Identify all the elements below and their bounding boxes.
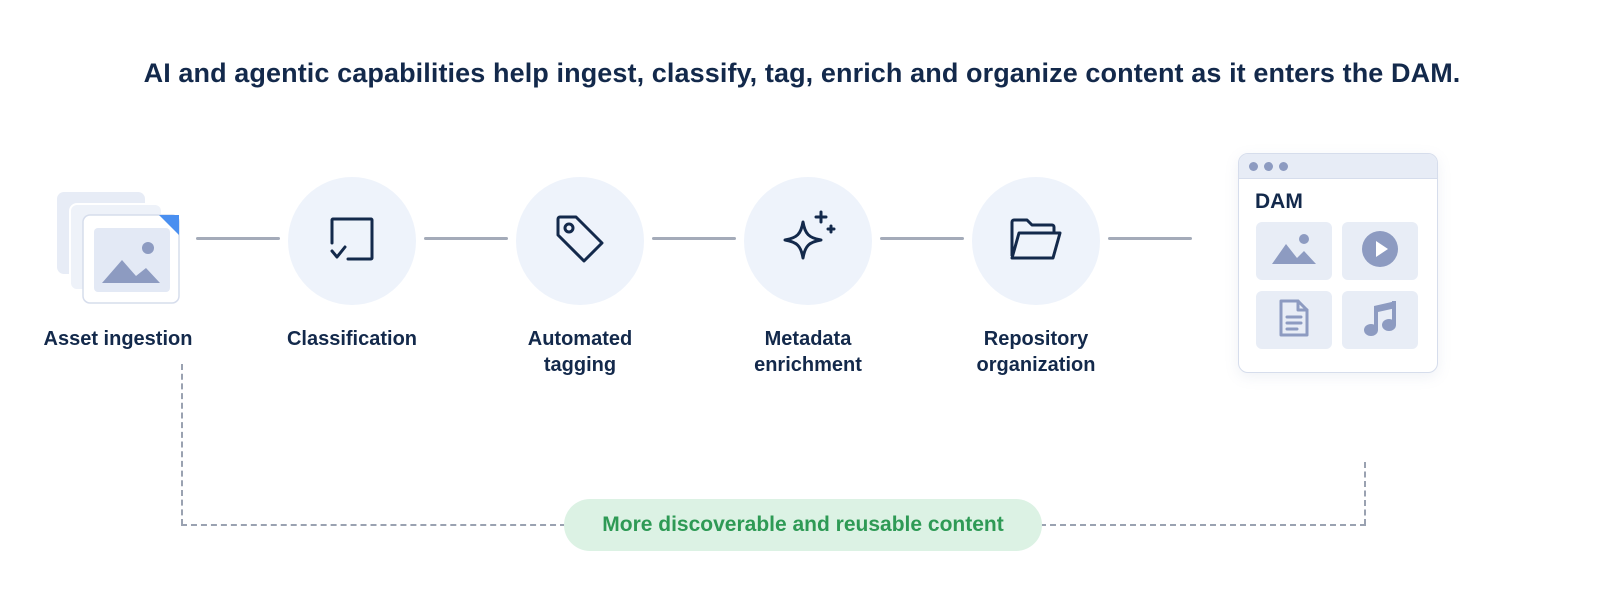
step-label-classification: Classification: [286, 328, 418, 350]
tag-icon: [554, 213, 606, 270]
connector-line: [652, 237, 736, 240]
window-dot: [1264, 161, 1273, 171]
image-stack-icon: [48, 180, 188, 310]
feedback-line-right-vertical: [1364, 462, 1366, 525]
feedback-line-left-horizontal: [181, 524, 566, 526]
step-repository-organization: [972, 177, 1100, 305]
folder-icon: [1009, 216, 1063, 267]
connector-line: [424, 237, 508, 240]
step-label-line: Automated: [527, 328, 633, 350]
outcome-badge: More discoverable and reusable content: [564, 499, 1042, 551]
step-label-line: enrichment: [754, 354, 862, 376]
sparkle-icon: [779, 210, 837, 273]
step-label-metadata-enrichment: Metadata enrichment: [708, 326, 908, 378]
dam-tile-audio: [1342, 291, 1418, 349]
window-dot: [1279, 161, 1288, 171]
music-icon: [1360, 298, 1400, 343]
step-label-line: tagging: [543, 354, 617, 376]
dam-tile-image: [1256, 222, 1332, 280]
dam-tile-document: [1256, 291, 1332, 349]
connector-line: [196, 237, 280, 240]
step-metadata-enrichment: [744, 177, 872, 305]
step-classification: [288, 177, 416, 305]
play-icon: [1360, 229, 1400, 274]
checkbox-icon: [328, 215, 376, 268]
connector-line: [1108, 237, 1192, 240]
connector-line: [880, 237, 964, 240]
dam-window: DAM: [1238, 153, 1438, 373]
image-icon: [1270, 230, 1318, 273]
step-label-asset-ingestion: Asset ingestion: [43, 328, 193, 350]
dam-tile-video: [1342, 222, 1418, 280]
dam-window-titlebar: [1239, 154, 1437, 179]
dam-title: DAM: [1255, 190, 1303, 213]
step-label-automated-tagging: Automated tagging: [480, 326, 680, 378]
step-automated-tagging: [516, 177, 644, 305]
step-label-line: organization: [976, 354, 1096, 376]
feedback-line-right-horizontal: [1040, 524, 1366, 526]
feedback-line-left-vertical: [181, 364, 183, 525]
step-label-repository-organization: Repository organization: [936, 326, 1136, 378]
step-label-line: Metadata: [764, 328, 852, 350]
step-label-line: Repository: [983, 328, 1089, 350]
window-dot: [1249, 161, 1258, 171]
document-icon: [1278, 298, 1310, 343]
headline: AI and agentic capabilities help ingest,…: [143, 58, 1461, 88]
